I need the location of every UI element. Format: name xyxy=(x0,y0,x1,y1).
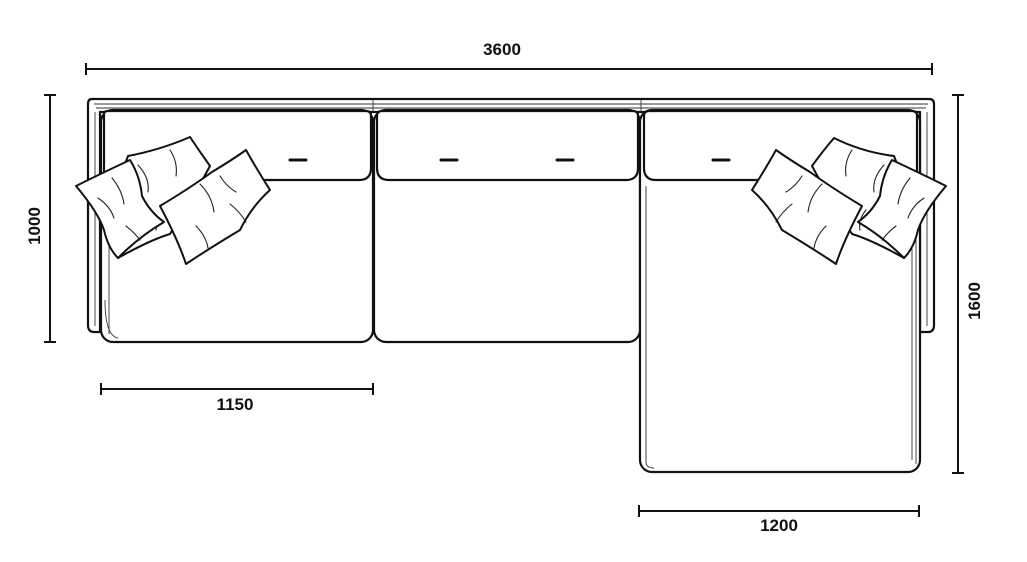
pillow-right-third xyxy=(751,149,863,265)
sofa-frame xyxy=(86,97,936,334)
pillow-left-front xyxy=(75,159,165,259)
dimension-seat-width: 1150 xyxy=(100,383,374,414)
dimension-chaise-width: 1200 xyxy=(638,505,920,535)
pillow-left-third xyxy=(159,149,271,265)
seat-width-label: 1150 xyxy=(217,395,254,414)
total-width-label: 3600 xyxy=(483,40,521,59)
dimension-depth: 1000 xyxy=(25,94,56,343)
pillow-right-front xyxy=(857,159,947,259)
chaise-length-label: 1600 xyxy=(965,282,984,320)
depth-label: 1000 xyxy=(25,207,44,245)
dimension-chaise-length: 1600 xyxy=(952,94,984,474)
dimension-total-width: 3600 xyxy=(85,40,933,75)
middle-seat-module xyxy=(372,108,642,344)
chaise-width-label: 1200 xyxy=(760,516,798,535)
